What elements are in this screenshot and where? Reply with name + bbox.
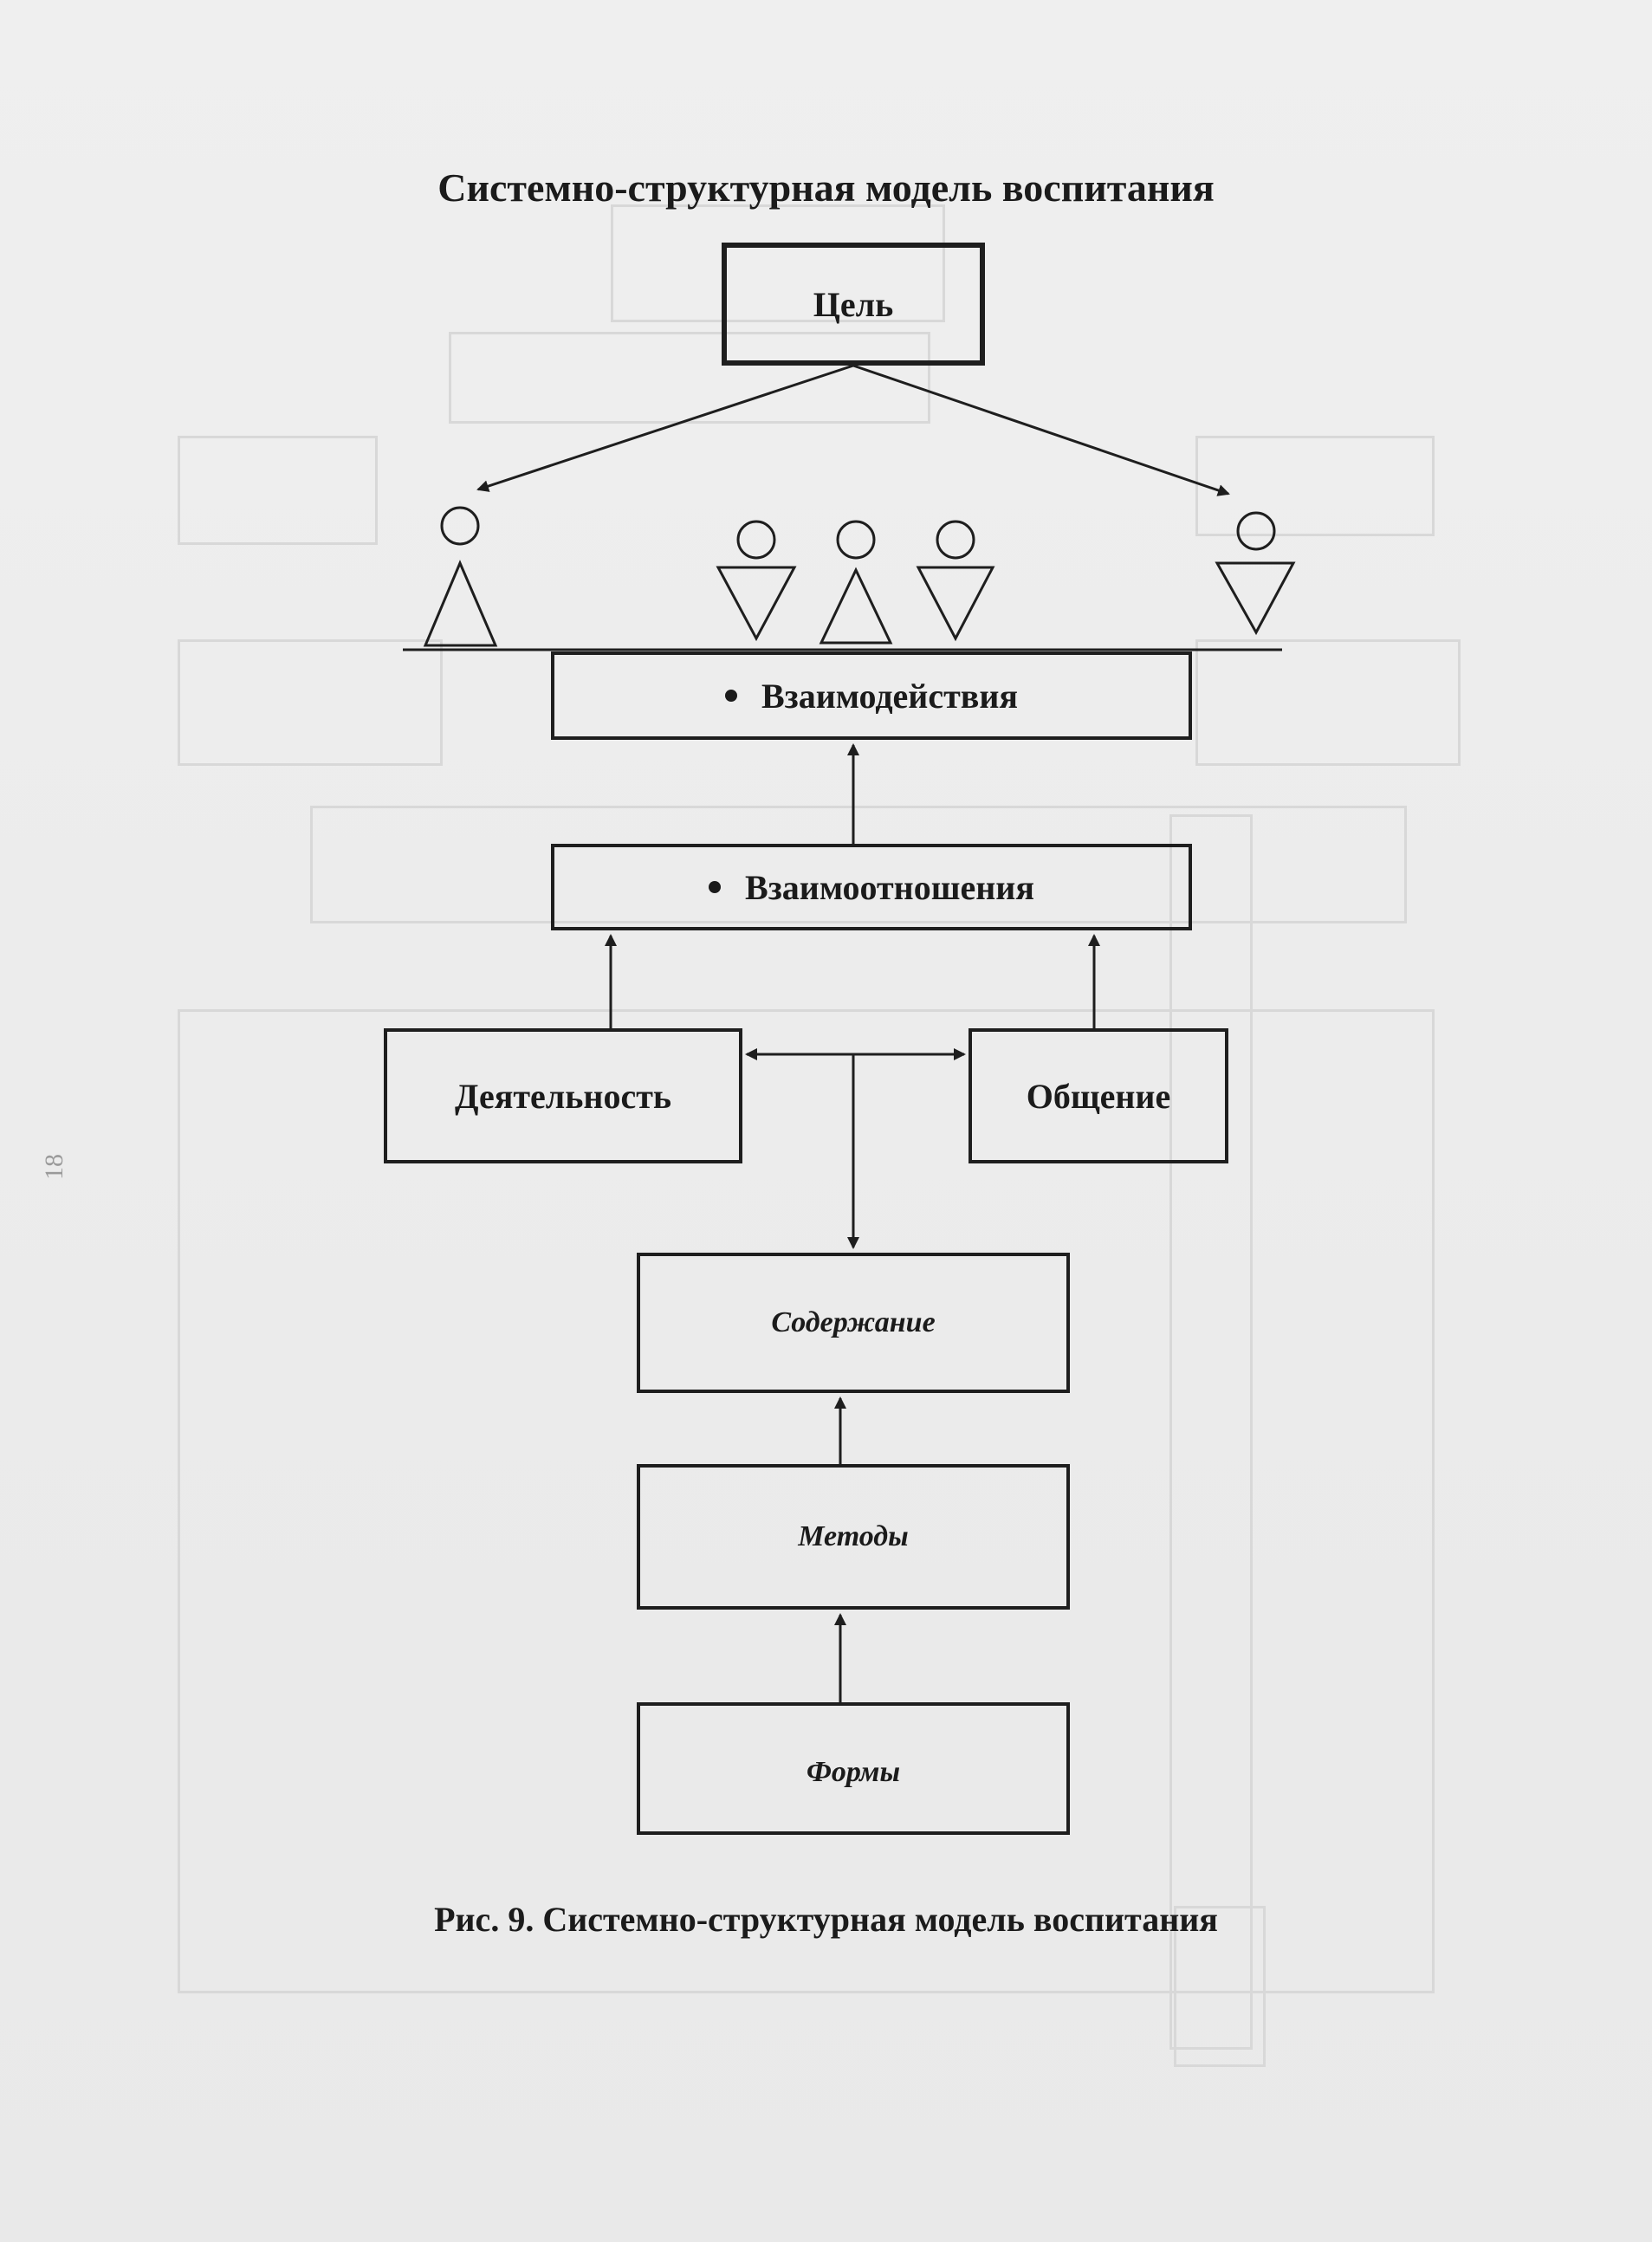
bullet-icon (709, 881, 722, 893)
bleed-through-shape (178, 639, 443, 766)
figure-caption: Рис. 9. Системно-структурная модель восп… (434, 1900, 1218, 1939)
content-box: Содержание (637, 1253, 1070, 1393)
activity-box: Деятельность (384, 1028, 742, 1163)
goal-label: Цель (813, 284, 894, 324)
bleed-through-shape (178, 1009, 1435, 1993)
content-label: Содержание (771, 1306, 936, 1338)
person-figure-4 (916, 520, 995, 642)
forms-box: Формы (637, 1702, 1070, 1835)
page-number: 18 (40, 1154, 68, 1180)
diagram-title: Системно-структурная модель воспитания (437, 165, 1215, 210)
bleed-through-shape (611, 204, 945, 322)
bleed-through-shape (1195, 436, 1435, 536)
bleed-through-shape (310, 806, 1407, 923)
bleed-through-shape (1195, 639, 1461, 766)
interactions-label: Взаимодействия (761, 676, 1019, 716)
person-figure-1 (423, 506, 498, 647)
person-figure-3 (819, 520, 893, 645)
bleed-through-shape (1169, 814, 1253, 2050)
relations-box: Взаимоотношения (551, 844, 1192, 930)
arrow-goal-right (852, 364, 1230, 496)
interactions-box: Взаимодействия (551, 651, 1192, 740)
relations-label: Взаимоотношения (745, 867, 1034, 907)
bleed-through-shape (1174, 1906, 1266, 2067)
goal-box: Цель (722, 243, 985, 366)
communication-box: Общение (969, 1028, 1228, 1163)
bullet-icon (724, 690, 737, 702)
person-figure-2 (716, 520, 797, 642)
forms-label: Формы (806, 1755, 901, 1788)
bleed-through-shape (178, 436, 378, 545)
arrow-goal-left (476, 364, 854, 492)
bleed-through-shape (449, 332, 930, 424)
communication-label: Общение (1026, 1076, 1171, 1116)
person-figure-5 (1215, 511, 1296, 636)
methods-label: Методы (798, 1520, 909, 1552)
activity-label: Деятельность (455, 1076, 671, 1116)
methods-box: Методы (637, 1464, 1070, 1610)
